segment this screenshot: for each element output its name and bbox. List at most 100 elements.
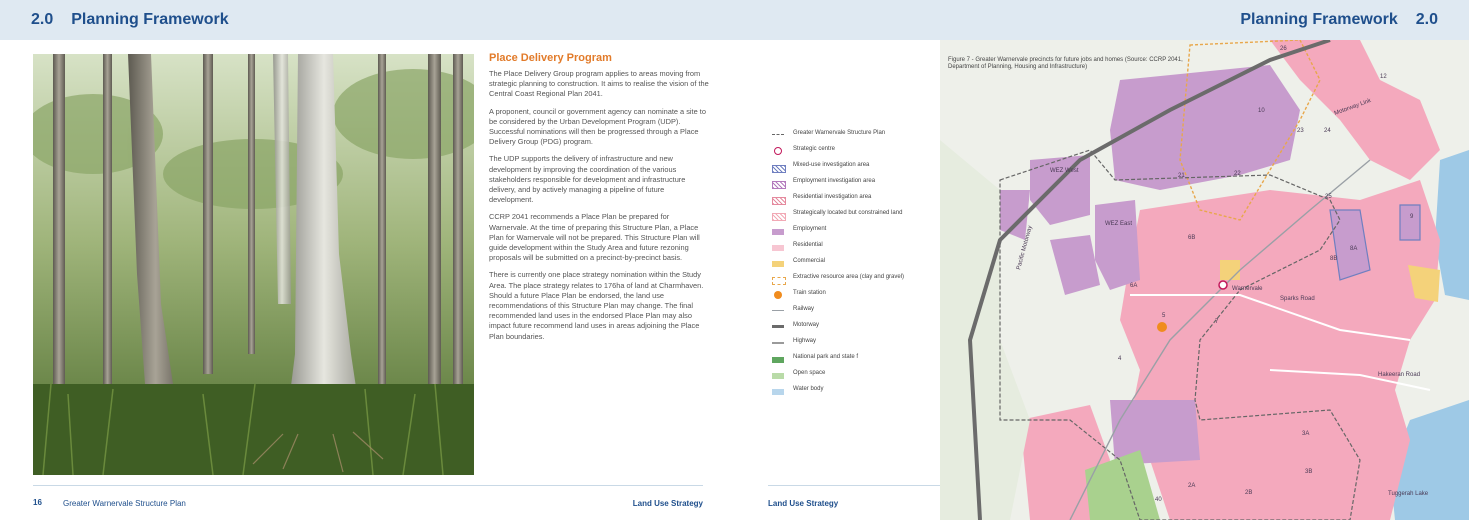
map-label: 6B: [1188, 235, 1195, 241]
legend-label: Greater Warnervale Structure Plan: [793, 130, 886, 136]
section-title: Planning Framework: [71, 11, 229, 28]
footer-left: 16 Greater Warnervale Structure Plan Lan…: [33, 485, 703, 512]
paragraph: There is currently one place strategy no…: [489, 270, 704, 341]
legend-item: Water body: [772, 386, 942, 402]
legend-label: Mixed-use investigation area: [793, 162, 870, 168]
map-open-space: [940, 140, 1030, 520]
map-employment-area: [1050, 235, 1100, 295]
map-employment-area: [1110, 400, 1200, 465]
legend-label: Open space: [793, 370, 826, 376]
place-delivery-text: Place Delivery Program The Place Deliver…: [489, 52, 709, 349]
map-label: 2A: [1188, 483, 1195, 489]
map-label: Tuggerah Lake: [1388, 491, 1429, 497]
map-employment-area: [1110, 65, 1300, 190]
figure-caption: Figure 7 - Greater Warnervale precincts …: [948, 57, 1183, 70]
legend-swatch: [772, 357, 784, 363]
legend-swatch: [772, 261, 784, 267]
legend-label: Strategically located but constrained la…: [793, 210, 903, 216]
legend-label: National park and state f: [793, 354, 859, 360]
legend-swatch: [772, 134, 784, 135]
map-water-body: [1435, 150, 1469, 300]
map-employment-area: [1329, 209, 1371, 281]
map-commercial-area: [1408, 265, 1440, 302]
legend-item: Railway: [772, 306, 942, 322]
legend-item: Highway: [772, 338, 942, 354]
legend-label: Motorway: [793, 322, 820, 328]
section-title: Planning Framework: [1240, 11, 1398, 28]
map-label: 3A: [1302, 431, 1309, 437]
legend-swatch: [772, 325, 784, 328]
legend-label: Employment investigation area: [793, 178, 876, 184]
document-title: Greater Warnervale Structure Plan: [63, 499, 186, 508]
legend-item: Employment investigation area: [772, 178, 942, 194]
map-label: Hakeeran Road: [1378, 372, 1420, 378]
footer-section-label: Land Use Strategy: [632, 499, 703, 508]
legend-item: National park and state f: [772, 354, 942, 370]
legend-label: Water body: [793, 386, 824, 392]
map-label: Warnervale: [1232, 286, 1263, 292]
map-label: 25: [1325, 194, 1332, 200]
legend-item: Residential investigation area: [772, 194, 942, 210]
map-employment-area: [1030, 155, 1090, 225]
map-railway: [1069, 159, 1371, 520]
map-label: 23: [1297, 128, 1304, 134]
map-label: 24: [1324, 128, 1331, 134]
map-label: 12: [1380, 74, 1387, 80]
legend-item: Commercial: [772, 258, 942, 274]
forest-photo: [33, 54, 474, 475]
legend-item: Extractive resource area (clay and grave…: [772, 274, 942, 290]
map-label: 4: [1118, 356, 1122, 362]
legend-item: Mixed-use investigation area: [772, 162, 942, 178]
legend-label: Train station: [793, 290, 826, 296]
map-extractive-resource: [1179, 40, 1321, 221]
map-label: 10: [1258, 108, 1265, 114]
legend-swatch: [772, 310, 784, 311]
map-label: Sparks Road: [1280, 296, 1315, 302]
map-label: 2B: [1245, 490, 1252, 496]
map-label: 8B: [1330, 256, 1337, 262]
map-label: 3B: [1305, 469, 1312, 475]
legend-label: Extractive resource area (clay and grave…: [793, 274, 905, 280]
section-number: 2.0: [1415, 11, 1438, 28]
map-label: 22: [1234, 171, 1241, 177]
map-employment-area: [1399, 204, 1421, 241]
paragraph: The Place Delivery Group program applies…: [489, 69, 709, 99]
header-right: Planning Framework 2.0: [1240, 11, 1438, 29]
legend-item: Motorway: [772, 322, 942, 338]
map-employment-area: [1095, 200, 1140, 290]
page-header: 2.0 Planning Framework Planning Framework…: [0, 0, 1469, 40]
legend-item: Strategically located but constrained la…: [772, 210, 942, 226]
legend-swatch: [772, 165, 786, 173]
map-water-body: [1390, 400, 1469, 520]
legend-label: Strategic centre: [793, 146, 836, 152]
map-label: 9: [1410, 214, 1414, 220]
paragraph: A proponent, council or government agenc…: [489, 106, 706, 147]
legend-swatch: [772, 277, 786, 285]
legend-label: Residential: [793, 242, 823, 248]
map-label: 5: [1162, 313, 1166, 319]
header-left: 2.0 Planning Framework: [31, 11, 229, 29]
map-label: WEZ West: [1050, 168, 1079, 174]
legend-item: Strategic centre: [772, 146, 942, 162]
footer-right: Land Use Strategy: [768, 485, 940, 512]
page-number: 16: [33, 498, 42, 507]
map-label: 26: [1280, 46, 1287, 52]
legend-item: Employment: [772, 226, 942, 242]
legend-label: Residential investigation area: [793, 194, 872, 200]
legend-swatch: [774, 291, 782, 299]
map-residential-area: [1270, 40, 1440, 180]
legend-label: Highway: [793, 338, 817, 344]
legend-item: Train station: [772, 290, 942, 306]
legend-label: Railway: [793, 306, 815, 312]
legend-swatch: [772, 389, 784, 395]
paragraph: The UDP supports the delivery of infrast…: [489, 154, 686, 205]
map-residential-area: [1120, 180, 1440, 520]
legend-label: Commercial: [793, 258, 826, 264]
section-number: 2.0: [31, 11, 54, 28]
legend-label: Employment: [793, 226, 827, 232]
map-employment-area: [1000, 190, 1030, 240]
map-label: 40: [1155, 497, 1162, 503]
legend-swatch: [772, 373, 784, 379]
map-train-station: [1157, 322, 1167, 332]
map-commercial-area: [1220, 260, 1240, 280]
